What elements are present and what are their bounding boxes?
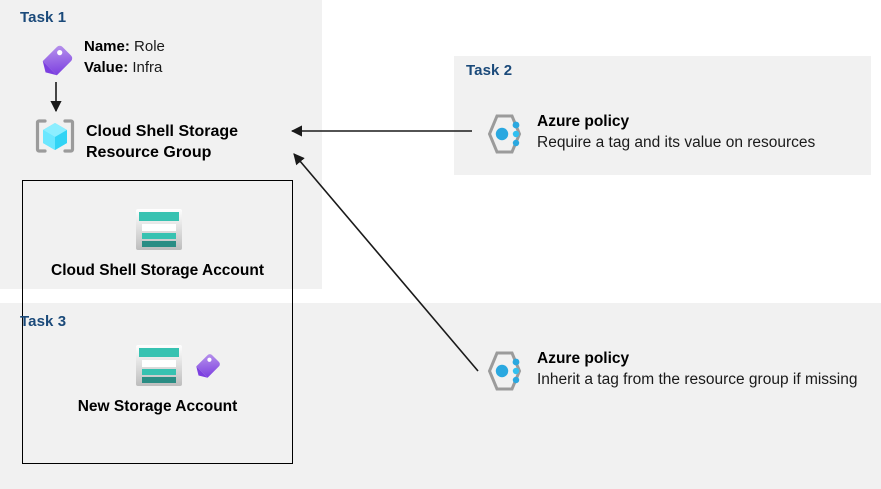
storage-account-icon <box>134 207 184 252</box>
storage-account-icon <box>134 343 184 388</box>
resource-group-icon <box>32 113 78 159</box>
task-3-label: Task 3 <box>20 313 67 330</box>
rg-title-line2: Resource Group <box>86 144 212 161</box>
task-1-label: Task 1 <box>20 9 67 26</box>
tag-name-value: Role <box>134 38 165 55</box>
new-storage-account-caption: New Storage Account <box>77 398 238 415</box>
tag-value-label: Value: <box>84 59 129 76</box>
background-band-task2 <box>454 56 871 175</box>
resource-group-title: Cloud Shell Storage Resource Group <box>86 121 286 163</box>
azure-policy-icon <box>481 112 527 156</box>
tag-icon <box>192 348 226 382</box>
task-2-label: Task 2 <box>466 62 513 79</box>
tag-key-value-text: Name: Role Value: Infra <box>84 36 165 78</box>
cloud-shell-storage-account-caption: Cloud Shell Storage Account <box>51 262 264 279</box>
resource-group-boundary-box <box>22 180 293 464</box>
rg-title-line1: Cloud Shell Storage <box>86 123 239 140</box>
tag-icon <box>38 38 80 80</box>
azure-policy-icon <box>481 349 527 393</box>
tag-name-label: Name: <box>84 38 130 55</box>
tag-value-value: Infra <box>132 59 163 76</box>
azure-policy-2-description: Inherit a tag from the resource group if… <box>537 371 858 388</box>
azure-policy-1-description: Require a tag and its value on resources <box>537 134 816 151</box>
azure-policy-2-title: Azure policy <box>537 350 630 367</box>
azure-policy-1-title: Azure policy <box>537 113 630 130</box>
